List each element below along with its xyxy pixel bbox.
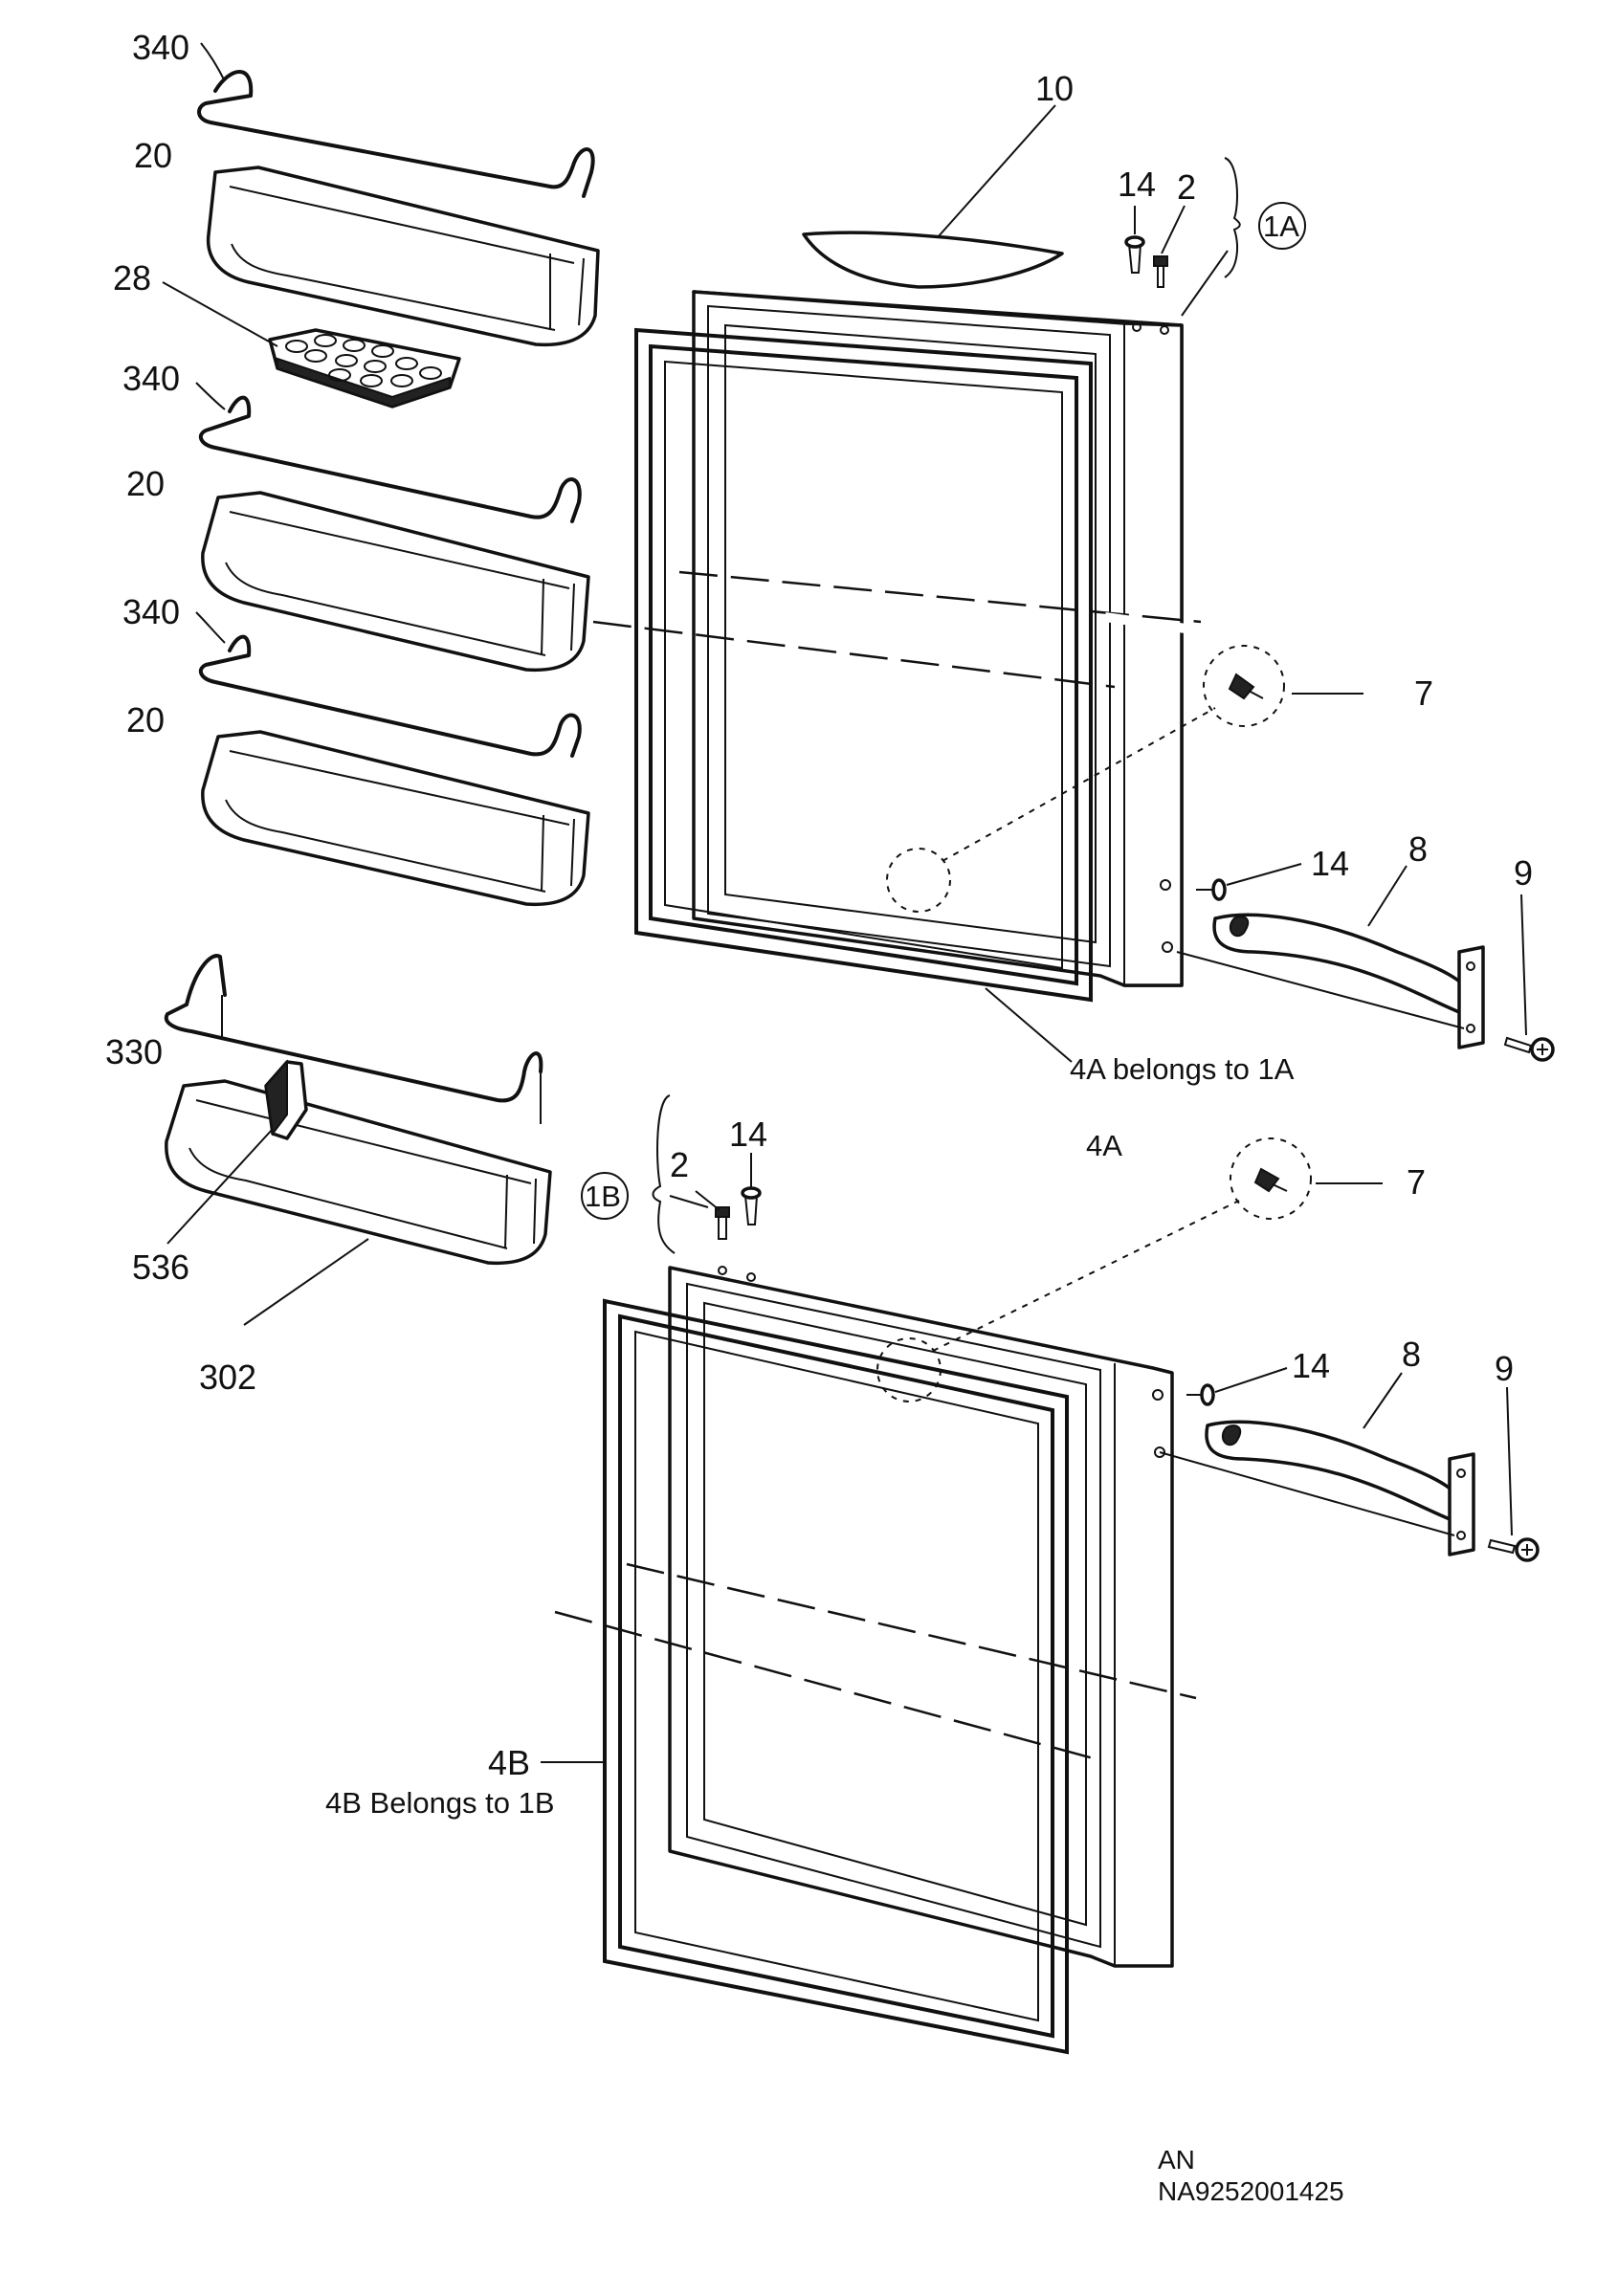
callout-2-top: 2 [1177,167,1196,207]
callout-8-top: 8 [1408,829,1428,869]
bin-divider-536 [264,1059,308,1140]
callout-9-lower: 9 [1495,1349,1514,1388]
callout-14-lower: 14 [1292,1346,1330,1385]
pin-14-lower-top [741,1186,762,1225]
door-top-cover-10 [802,231,1064,289]
callout-1A: 1A [1263,210,1299,243]
callout-4A: 4A [1086,1129,1122,1162]
callout-340-top: 340 [132,28,189,67]
handle-alignment-line-lower [1159,1451,1455,1536]
callout-28: 28 [113,258,151,298]
upper-door-1A [692,290,1184,987]
callout-330: 330 [105,1032,163,1071]
pin-14-lower [1186,1383,1215,1406]
callout-20-middle: 20 [126,464,165,503]
break-lines-upper-door [592,570,1207,689]
screw-9-upper [1503,1036,1555,1062]
handle-alignment-line-upper [1176,951,1465,1029]
screw-2-top [1153,255,1168,288]
screw-9-lower [1487,1537,1540,1562]
callout-1B: 1B [585,1180,621,1213]
drawing-code-line1: AN [1158,2145,1195,2175]
door-bin-302 [165,1079,552,1266]
callout-7-top: 7 [1414,673,1433,713]
door-bin-20-lower [201,730,590,907]
note-4A-belongs-to-1A: 4A belongs to 1A [1070,1052,1295,1086]
note-4B-belongs-to-1B: 4B Belongs to 1B [325,1786,555,1820]
callout-14-lower-top: 14 [729,1115,767,1154]
detail-leader-lower [932,1200,1240,1352]
door-bin-20-middle [201,491,590,673]
callout-14-top: 14 [1118,165,1156,204]
detail-origin-lower [876,1337,942,1402]
callout-2-lower: 2 [670,1145,689,1184]
callout-536: 536 [132,1247,189,1287]
callout-10: 10 [1035,69,1074,108]
callout-7-lower: 7 [1407,1162,1426,1202]
screw-2-lower [715,1206,730,1240]
bin-retainer-bar-330 [164,954,543,1124]
callout-20-top: 20 [134,136,172,175]
bin-retainer-bar-340-middle [198,395,582,523]
callout-302: 302 [199,1358,256,1397]
callout-14-middle: 14 [1311,844,1349,883]
bin-retainer-bar-340-lower [198,634,582,758]
detail-origin-upper [886,848,951,913]
hinge-screw-detail-7-lower [1230,1137,1312,1220]
lower-door-1B [668,1266,1174,1968]
pin-14-top [1124,235,1145,274]
brace-1A [1224,157,1241,278]
detail-leader-upper [942,707,1216,862]
callout-8-lower: 8 [1402,1335,1421,1374]
drawing-code-line2: NA9252001425 [1158,2176,1344,2206]
door-gasket-4A [634,327,1093,1003]
brace-1B [652,1094,676,1254]
callout-340-lower: 340 [122,592,180,631]
bin-retainer-bar-340-top [197,70,595,198]
hinge-screw-detail-7-top [1203,645,1285,727]
door-handle-8-lower [1205,1420,1475,1556]
leader-lines [162,42,1527,1763]
callout-circle-1A [1258,202,1306,250]
door-bin-20-top [206,166,600,347]
callout-4B: 4B [488,1743,530,1782]
callout-9-top: 9 [1514,853,1533,893]
egg-tray-28 [268,328,461,408]
door-gasket-4B [603,1298,1069,2055]
door-handle-8-upper [1212,913,1485,1049]
callout-circle-1B [581,1172,629,1220]
callout-340-middle: 340 [122,359,180,398]
break-lines-lower-door [554,1562,1197,1762]
callout-20-lower: 20 [126,700,165,740]
pin-14-middle [1196,878,1227,901]
